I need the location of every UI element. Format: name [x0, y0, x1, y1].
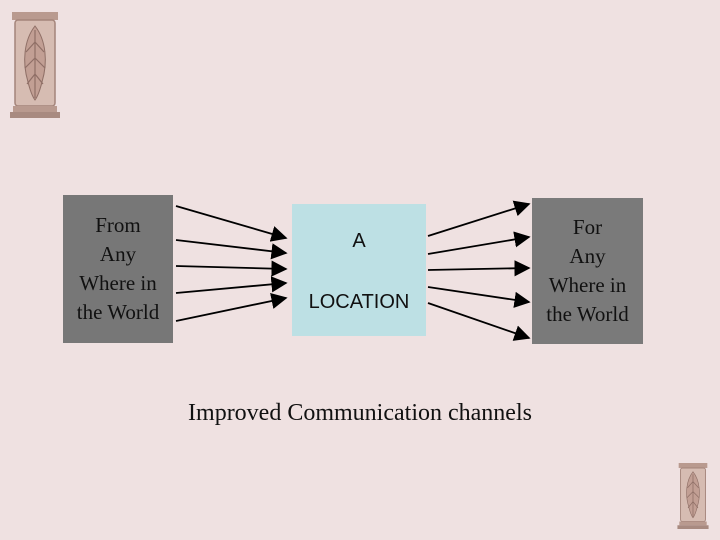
source-line: Where in [79, 271, 157, 295]
incoming-arrow [175, 205, 288, 242]
diagram-caption: Improved Communication channels [188, 400, 532, 426]
source-label: From Any Where in the World [77, 211, 160, 327]
destination-line: the World [546, 302, 629, 326]
source-line: the World [76, 300, 160, 324]
corbel-ornament-icon [677, 463, 709, 529]
location-box-bottom-label: LOCATION [308, 291, 410, 313]
incoming-arrow [175, 239, 288, 260]
outgoing-arrow [427, 302, 531, 341]
incoming-arrow [175, 293, 288, 322]
outgoing-arrow [427, 260, 531, 277]
incoming-arrow [175, 276, 288, 294]
outgoing-arrow [427, 200, 531, 237]
incoming-arrow [175, 260, 288, 277]
destination-line: Any [569, 244, 606, 268]
location-box: A LOCATION [292, 204, 426, 336]
destination-line: For [572, 215, 603, 239]
outgoing-arrow [427, 286, 531, 308]
corbel-ornament-icon [10, 12, 60, 118]
source-box: From Any Where in the World [63, 195, 173, 343]
source-line: Any [99, 242, 137, 266]
source-line: From [95, 213, 141, 237]
destination-line: Where in [548, 273, 627, 297]
location-box-top-label: A [352, 230, 366, 252]
destination-label: For Any Where in the World [546, 213, 629, 329]
destination-box: For Any Where in the World [532, 198, 643, 344]
outgoing-arrow [427, 231, 531, 255]
